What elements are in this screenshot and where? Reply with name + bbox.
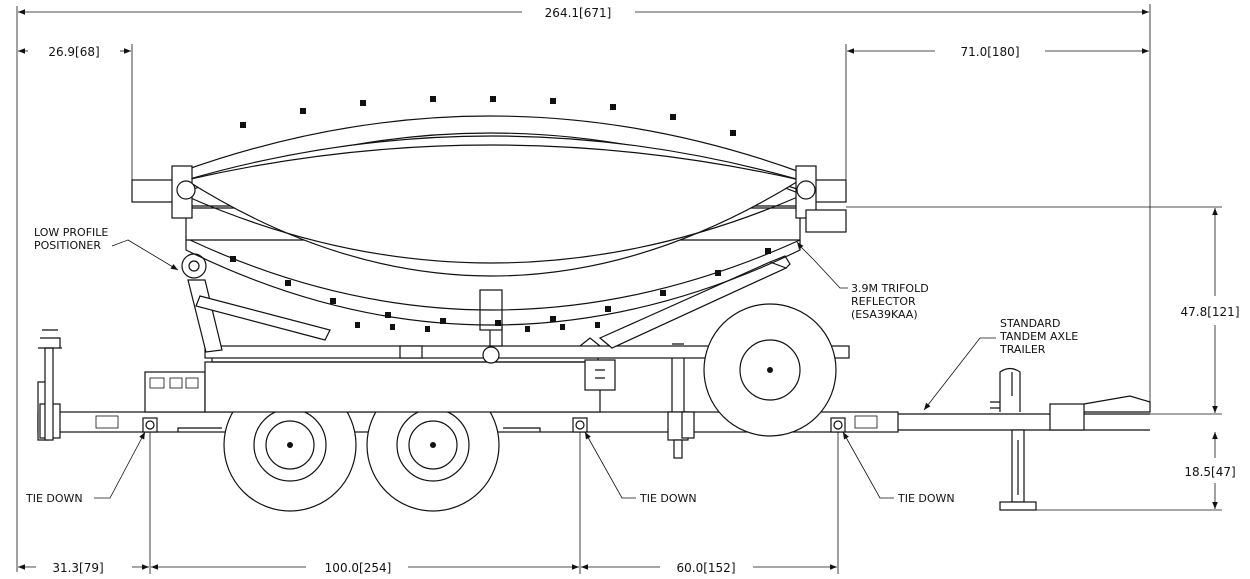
tie-down-left [142, 417, 158, 433]
callout-positioner-line1: LOW PROFILE [34, 226, 108, 239]
callout-trailer-line2: TANDEM AXLE [999, 330, 1078, 343]
callout-tie-down-left-label: TIE DOWN [25, 492, 83, 505]
tongue-jack [999, 429, 1037, 511]
callout-positioner-line2: POSITIONER [34, 239, 101, 252]
dim-left-overhang-label: 26.9[68] [48, 45, 99, 59]
rear-jack-stand [38, 329, 62, 441]
positioner-ground-wheel [703, 303, 837, 437]
tie-down-right [830, 417, 846, 433]
dim-right-overhang-label: 71.0[180] [961, 45, 1020, 59]
stabilizer-jack-center [667, 343, 689, 459]
dim-bottom-mid-label: 100.0[254] [325, 561, 392, 575]
callout-tie-down-left: TIE DOWN [25, 431, 146, 505]
hitch-box [1049, 403, 1085, 431]
callout-reflector-line3: (ESA39KAA) [851, 308, 918, 321]
dim-height-upper-label: 47.8[121] [1181, 305, 1240, 319]
dim-bottom-right-label: 60.0[152] [677, 561, 736, 575]
stabilizer-jack-right [681, 411, 695, 439]
callout-reflector-line2: REFLECTOR [851, 295, 916, 308]
dimension-bottom-chain: 31.3[79] 100.0[254] 60.0[152] [18, 420, 839, 575]
dim-overall-length-label: 264.1[671] [545, 6, 612, 20]
callout-tie-down-center: TIE DOWN [584, 431, 697, 505]
positioner-deck [204, 345, 850, 359]
callout-tie-down-right-label: TIE DOWN [897, 492, 955, 505]
callout-tie-down-right: TIE DOWN [842, 431, 955, 505]
callout-reflector: 3.9M TRIFOLD REFLECTOR (ESA39KAA) [796, 241, 929, 321]
dim-height-lower-label: 18.5[47] [1184, 465, 1235, 479]
tie-down-center [572, 417, 588, 433]
callout-positioner: LOW PROFILE POSITIONER [34, 226, 179, 271]
dimension-height-lower: 18.5[47] [1030, 432, 1236, 511]
callout-tie-down-center-label: TIE DOWN [639, 492, 697, 505]
callout-trailer-line1: STANDARD [1000, 317, 1061, 330]
dimension-height-upper: 47.8[121] [846, 206, 1240, 415]
dimension-left-overhang: 26.9[68] [18, 44, 133, 200]
dim-bottom-left-label: 31.3[79] [52, 561, 103, 575]
dimension-right-overhang: 71.0[180] [845, 44, 1149, 190]
reflector [131, 96, 847, 332]
dimension-overall-length: 264.1[671] [16, 4, 1151, 572]
callout-trailer: STANDARD TANDEM AXLE TRAILER [923, 317, 1078, 411]
callout-trailer-line3: TRAILER [999, 343, 1046, 356]
callout-reflector-line1: 3.9M TRIFOLD [851, 282, 929, 295]
low-profile-positioner [144, 253, 850, 437]
